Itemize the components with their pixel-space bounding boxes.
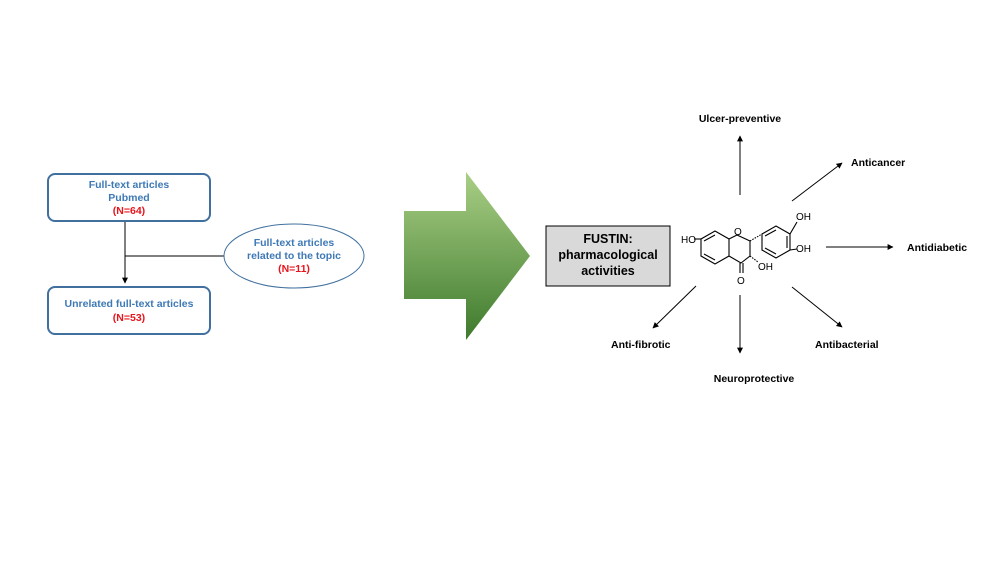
atom-oh-c3: OH bbox=[758, 262, 773, 273]
bond-c2-b bbox=[749, 233, 763, 242]
atom-ring-o: O bbox=[734, 227, 742, 238]
ring-a-double-2 bbox=[703, 253, 716, 261]
ring-b-double-3 bbox=[764, 247, 777, 255]
atom-keto-o: O bbox=[737, 276, 745, 287]
fustin-box-line3: activities bbox=[581, 264, 635, 278]
atom-oh-bottom: OH bbox=[796, 244, 811, 255]
pubmed-box-line1: Full-text articles bbox=[89, 179, 170, 191]
atom-oh-top: OH bbox=[796, 212, 811, 223]
ring-a bbox=[700, 230, 730, 265]
activity-labels: Ulcer-preventive Anticancer Antidiabetic… bbox=[611, 113, 967, 385]
fustin-molecule bbox=[694, 221, 798, 273]
unrelated-box-line1: Unrelated full-text articles bbox=[65, 298, 194, 310]
fustin-box-line1: FUSTIN: bbox=[583, 232, 632, 246]
ring-b bbox=[761, 225, 791, 259]
ring-c bbox=[728, 234, 751, 264]
molecule-labels: HO O O OH OH OH bbox=[681, 212, 811, 287]
unrelated-box-count: (N=53) bbox=[113, 312, 145, 324]
label-neuroprotective: Neuroprotective bbox=[714, 373, 795, 385]
label-anticancer: Anticancer bbox=[851, 157, 905, 169]
bond-oh-bottom bbox=[789, 248, 798, 251]
label-antidiabetic: Antidiabetic bbox=[907, 242, 967, 254]
unrelated-box: Unrelated full-text articles (N=53) bbox=[47, 286, 211, 335]
ring-a-double-1 bbox=[703, 234, 716, 242]
related-ellipse: Full-text articles related to the topic … bbox=[223, 223, 365, 289]
activity-arrows bbox=[652, 135, 894, 354]
flow-chart: Full-text articles Pubmed (N=64) Full-te… bbox=[47, 173, 365, 335]
arrow-antibacterial bbox=[791, 286, 843, 328]
pubmed-box-count: (N=64) bbox=[113, 205, 145, 217]
fustin-box: FUSTIN: pharmacological activities bbox=[545, 225, 671, 287]
related-ellipse-line1: Full-text articles bbox=[254, 237, 335, 249]
ring-b-double-1 bbox=[764, 229, 777, 237]
label-anti-fibrotic: Anti-fibrotic bbox=[611, 339, 671, 351]
unrelated-box-frame bbox=[47, 286, 211, 335]
related-ellipse-count: (N=11) bbox=[278, 263, 310, 275]
big-green-arrow bbox=[404, 172, 530, 340]
bond-c3-oh bbox=[749, 255, 759, 263]
label-antibacterial: Antibacterial bbox=[815, 339, 879, 351]
atom-ho: HO bbox=[681, 235, 696, 246]
pubmed-box: Full-text articles Pubmed (N=64) bbox=[47, 173, 211, 222]
label-ulcer-preventive: Ulcer-preventive bbox=[699, 113, 781, 125]
arrow-antifibrotic bbox=[652, 285, 697, 329]
bond-oh-top bbox=[789, 221, 798, 235]
fustin-box-line2: pharmacological bbox=[558, 248, 657, 262]
arrow-anticancer bbox=[791, 162, 843, 202]
pubmed-box-frame bbox=[47, 173, 211, 222]
fustin-box-frame bbox=[545, 225, 671, 287]
pubmed-box-line2: Pubmed bbox=[108, 192, 149, 204]
related-ellipse-line2: related to the topic bbox=[247, 250, 341, 262]
related-ellipse-shape bbox=[223, 223, 365, 289]
